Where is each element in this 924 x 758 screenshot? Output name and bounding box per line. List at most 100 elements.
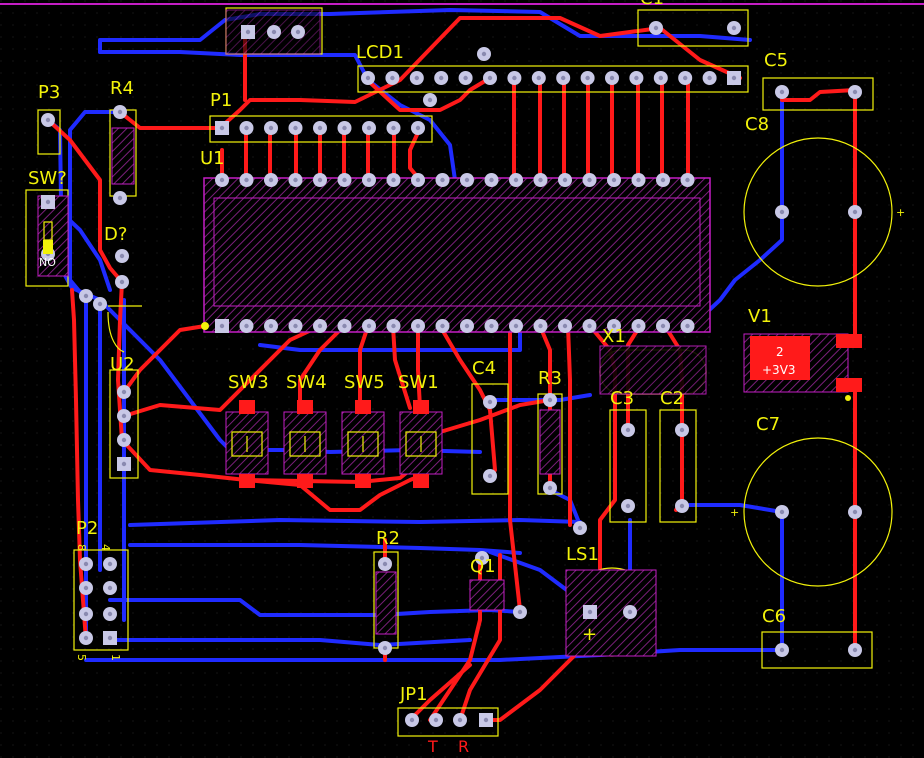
pad-hole (609, 75, 615, 81)
pad-hole (481, 51, 487, 57)
pad-hole (415, 177, 421, 183)
label-sw4: SW4 (286, 372, 327, 393)
pad-hole (660, 177, 666, 183)
pad-hole (427, 97, 433, 103)
label-x1: X1 (602, 326, 626, 347)
label-p1: P1 (210, 90, 232, 111)
v1-pin-text: 2 (776, 345, 784, 359)
pad-hole (219, 125, 225, 131)
pad-hole (562, 323, 568, 329)
label-c7: C7 (756, 414, 780, 435)
label-c5: C5 (764, 50, 788, 71)
pad-hole (779, 89, 785, 95)
pad-hole (268, 125, 274, 131)
pad-hole (512, 75, 517, 81)
pad-hole (487, 473, 493, 479)
label-sw5: SW5 (344, 372, 385, 393)
p2-pin4-text: 4 (99, 544, 112, 551)
label-r4: R4 (110, 78, 134, 99)
label-c4: C4 (472, 358, 496, 379)
pad-hole (97, 301, 103, 307)
pad-hole (731, 25, 737, 31)
pad-hole (245, 29, 251, 35)
pad-hole (587, 177, 592, 183)
label-u1: U1 (200, 148, 225, 169)
pad-hole (391, 177, 396, 183)
pad-hole (587, 609, 593, 615)
switch-smd-pads (239, 400, 429, 488)
pad-hole (611, 177, 617, 183)
pad-hole (547, 485, 553, 491)
pad-hole (731, 75, 737, 81)
sw-highlight (43, 240, 53, 254)
switch-details (43, 221, 437, 457)
pad-hole (653, 25, 659, 31)
label-c3: C3 (610, 388, 634, 409)
pad-hole (538, 177, 543, 183)
pad-hole (342, 323, 347, 329)
pad-hole (219, 323, 225, 329)
pad-hole (45, 117, 51, 123)
pad-hole (83, 635, 89, 641)
label-p3: P3 (38, 82, 60, 103)
p2-pin5-text: 5 (75, 654, 88, 661)
v1-tab-bottom (836, 378, 862, 392)
pad-hole (636, 323, 641, 329)
pad-hole (121, 413, 127, 419)
pad-hole (414, 75, 419, 81)
pad-hole (391, 323, 396, 329)
pin1-marker (201, 322, 209, 330)
through-hole-pads (41, 21, 862, 727)
pad-hole (107, 585, 113, 591)
pad-hole (585, 75, 590, 81)
pad-hole (365, 75, 371, 81)
label-r3: R3 (538, 368, 562, 389)
pad-hole (707, 75, 712, 81)
pad-hole (293, 177, 298, 183)
c7-plus: + (730, 506, 739, 519)
pad-hole (317, 177, 323, 183)
pad-hole (779, 509, 785, 515)
pad-hole (439, 75, 444, 81)
pad-hole (121, 437, 127, 443)
pad-hole (83, 561, 89, 567)
pad-hole (683, 75, 688, 81)
pad-hole (463, 75, 468, 81)
pad-hole (634, 75, 639, 81)
pad-hole (852, 647, 858, 653)
pad-hole (295, 29, 301, 35)
v1-marker (845, 395, 851, 401)
pad-hole (268, 177, 274, 183)
label-c1: C1 (640, 0, 664, 9)
pad-hole (562, 177, 568, 183)
pad-hole (685, 177, 690, 183)
pad-hole (547, 397, 553, 403)
label-p2: P2 (76, 518, 98, 539)
pad-hole (117, 109, 123, 115)
pad-hole (117, 195, 123, 201)
jp1-r-text: R (458, 737, 469, 756)
label-c2: C2 (660, 388, 684, 409)
pad-hole (342, 125, 347, 131)
pad-hole (852, 89, 858, 95)
pad-hole (366, 177, 372, 183)
pad-hole (83, 585, 89, 591)
label-v1: V1 (748, 306, 772, 327)
pad-hole (679, 503, 685, 509)
pad-hole (119, 253, 125, 259)
pad-hole (625, 503, 631, 509)
pad-hole (779, 647, 785, 653)
pad-hole (561, 75, 566, 81)
label-sw-unknown: SW? (28, 168, 67, 189)
pad-hole (382, 645, 388, 651)
pad-hole (517, 609, 523, 615)
pad-hole (390, 75, 395, 81)
label-ls1: LS1 (566, 544, 599, 565)
pad-hole (107, 561, 113, 567)
designator-labels: P3 SW? R4 P1 U1 LCD1 C1 C5 C8 D? U2 SW3 … (28, 0, 788, 705)
label-r2: R2 (376, 528, 400, 549)
pad-hole (487, 399, 493, 405)
pad-hole (489, 323, 494, 329)
pad-hole (83, 611, 89, 617)
pad-hole (366, 125, 372, 131)
